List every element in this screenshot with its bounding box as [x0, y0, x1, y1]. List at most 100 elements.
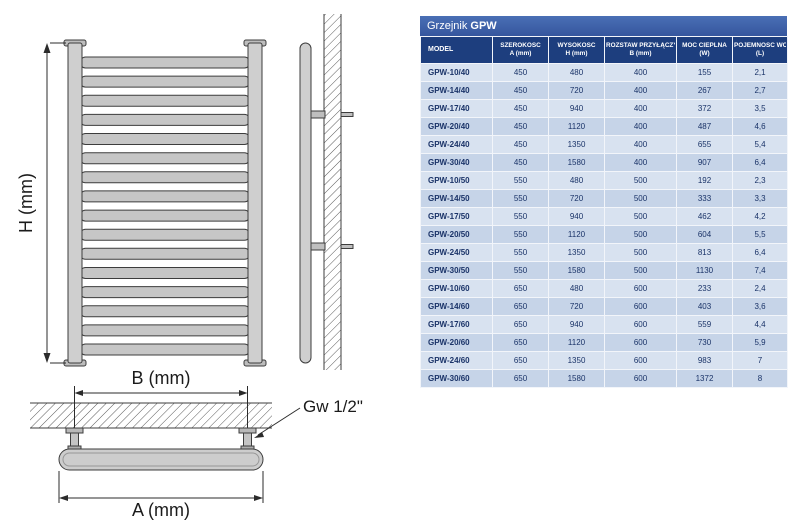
value-cell: 907	[676, 153, 733, 172]
spec-table: Grzejnik GPW MODEL SZEROKOŚĆ A (mm) WYSO…	[420, 16, 788, 388]
value-cell: 1350	[548, 135, 605, 154]
col-header-label: WYSOKOŚĆ	[557, 41, 596, 49]
value-cell: 940	[548, 99, 605, 118]
model-cell: GPW-24/50	[420, 243, 493, 262]
radiator-rung	[79, 133, 251, 145]
col-header-unit: (W)	[699, 50, 710, 57]
value-cell: 500	[604, 171, 677, 190]
value-cell: 400	[604, 135, 677, 154]
col-header-capacity: POJEMNOŚĆ WODY (L)	[732, 36, 788, 64]
value-cell: 155	[676, 63, 733, 82]
radiator-rung	[79, 286, 251, 299]
value-cell: 4,4	[732, 315, 788, 334]
col-header-width-a: SZEROKOŚĆ A (mm)	[492, 36, 549, 64]
table-title-text: Grzejnik	[427, 20, 471, 32]
value-cell: 480	[548, 279, 605, 298]
model-cell: GPW-20/40	[420, 117, 493, 136]
col-header-model: MODEL	[420, 36, 493, 64]
towel-bar-inner-contour	[62, 452, 260, 467]
value-cell: 940	[548, 207, 605, 226]
model-cell: GPW-10/40	[420, 63, 493, 82]
col-header-height: WYSOKOŚĆ H (mm)	[548, 36, 605, 64]
radiator-rung	[79, 94, 251, 107]
dimension-a	[58, 471, 264, 503]
value-cell: 8	[732, 369, 788, 388]
value-cell: 400	[604, 99, 677, 118]
value-cell: 650	[492, 297, 549, 316]
value-cell: 450	[492, 99, 549, 118]
value-cell: 500	[604, 189, 677, 208]
value-cell: 650	[492, 351, 549, 370]
radiator-rung	[79, 113, 251, 126]
value-cell: 1580	[548, 153, 605, 172]
value-cell: 559	[676, 315, 733, 334]
model-cell: GPW-17/60	[420, 315, 493, 334]
radiator-rung	[79, 228, 251, 241]
width-b-label: B (mm)	[132, 368, 191, 388]
value-cell: 550	[492, 243, 549, 262]
wall-section-top	[30, 403, 272, 428]
value-cell: 730	[676, 333, 733, 352]
value-cell: 600	[604, 279, 677, 298]
model-cell: GPW-14/50	[420, 189, 493, 208]
value-cell: 600	[604, 333, 677, 352]
value-cell: 400	[604, 63, 677, 82]
value-cell: 192	[676, 171, 733, 190]
col-header-label: MOC CIEPLNA	[682, 41, 727, 49]
value-cell: 480	[548, 171, 605, 190]
radiator-side-profile	[299, 42, 312, 364]
value-cell: 650	[492, 315, 549, 334]
left-collector-tube	[67, 42, 83, 364]
value-cell: 400	[604, 153, 677, 172]
towel-bar-top-view	[58, 448, 264, 471]
model-cell: GPW-20/50	[420, 225, 493, 244]
height-label: H (mm)	[16, 173, 36, 233]
value-cell: 400	[604, 117, 677, 136]
value-cell: 604	[676, 225, 733, 244]
radiator-rung	[79, 152, 251, 165]
radiator-rung	[79, 324, 251, 337]
col-header-power: MOC CIEPLNA (W)	[676, 36, 733, 64]
model-cell: GPW-14/60	[420, 297, 493, 316]
value-cell: 1350	[548, 243, 605, 262]
value-cell: 550	[492, 171, 549, 190]
value-cell: 550	[492, 189, 549, 208]
model-cell: GPW-24/60	[420, 351, 493, 370]
value-cell: 650	[492, 333, 549, 352]
model-cell: GPW-24/40	[420, 135, 493, 154]
value-cell: 500	[604, 225, 677, 244]
value-cell: 487	[676, 117, 733, 136]
value-cell: 1120	[548, 333, 605, 352]
width-a-label: A (mm)	[132, 500, 190, 520]
value-cell: 6,4	[732, 243, 788, 262]
value-cell: 600	[604, 315, 677, 334]
thread-label: Gw 1/2"	[303, 397, 363, 416]
radiator-rung	[79, 171, 251, 184]
value-cell: 333	[676, 189, 733, 208]
col-header-label: POJEMNOŚĆ WODY	[734, 41, 786, 49]
table-title: Grzejnik GPW	[420, 16, 787, 36]
value-cell: 720	[548, 189, 605, 208]
col-header-unit: H (mm)	[565, 50, 588, 57]
value-cell: 4,6	[732, 117, 788, 136]
value-cell: 400	[604, 81, 677, 100]
right-collector-tube	[247, 42, 263, 364]
value-cell: 450	[492, 81, 549, 100]
value-cell: 500	[604, 261, 677, 280]
thread-callout	[254, 407, 301, 438]
radiator-rung	[79, 343, 251, 356]
value-cell: 7	[732, 351, 788, 370]
value-cell: 1580	[548, 369, 605, 388]
